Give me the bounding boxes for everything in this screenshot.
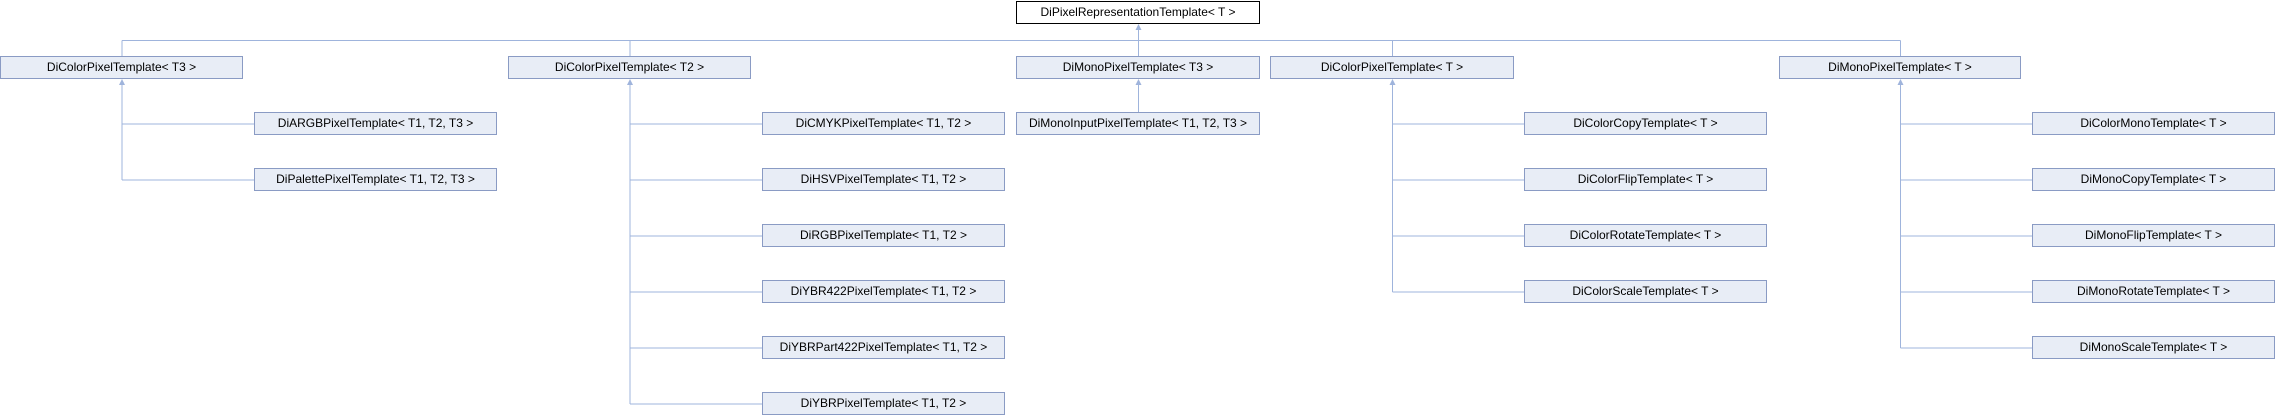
class-node-mono-input-pixel-template[interactable]: DiMonoInputPixelTemplate< T1, T2, T3 > [1016, 112, 1260, 135]
class-node-color-flip-template[interactable]: DiColorFlipTemplate< T > [1524, 168, 1767, 191]
class-node-rgb-pixel-template[interactable]: DiRGBPixelTemplate< T1, T2 > [762, 224, 1005, 247]
class-node-mono-copy-template[interactable]: DiMonoCopyTemplate< T > [2032, 168, 2275, 191]
class-node-mono-flip-template[interactable]: DiMonoFlipTemplate< T > [2032, 224, 2275, 247]
class-node-cmyk-pixel-template[interactable]: DiCMYKPixelTemplate< T1, T2 > [762, 112, 1005, 135]
class-node-palette-pixel-template[interactable]: DiPalettePixelTemplate< T1, T2, T3 > [254, 168, 497, 191]
class-node-ybr-pixel-template[interactable]: DiYBRPixelTemplate< T1, T2 > [762, 392, 1005, 415]
inheritance-arrowhead [119, 79, 125, 85]
class-node-color-mono-template[interactable]: DiColorMonoTemplate< T > [2032, 112, 2275, 135]
class-node-pixel-representation-template[interactable]: DiPixelRepresentationTemplate< T > [1016, 1, 1260, 24]
class-node-color-rotate-template[interactable]: DiColorRotateTemplate< T > [1524, 224, 1767, 247]
class-node-color-scale-template[interactable]: DiColorScaleTemplate< T > [1524, 280, 1767, 303]
class-node-color-copy-template[interactable]: DiColorCopyTemplate< T > [1524, 112, 1767, 135]
inheritance-arrowhead [627, 79, 633, 85]
inheritance-arrowhead [1135, 79, 1142, 85]
class-node-argb-pixel-template[interactable]: DiARGBPixelTemplate< T1, T2, T3 > [254, 112, 497, 135]
inheritance-arrowhead [1135, 24, 1142, 30]
class-node-color-pixel-template-t2[interactable]: DiColorPixelTemplate< T2 > [508, 56, 751, 79]
class-node-mono-pixel-template-t3[interactable]: DiMonoPixelTemplate< T3 > [1016, 56, 1260, 79]
class-node-color-pixel-template-t3[interactable]: DiColorPixelTemplate< T3 > [0, 56, 243, 79]
class-node-ybr422-pixel-template[interactable]: DiYBR422PixelTemplate< T1, T2 > [762, 280, 1005, 303]
class-node-color-pixel-template-t[interactable]: DiColorPixelTemplate< T > [1270, 56, 1514, 79]
class-node-ybrpart422-pixel-template[interactable]: DiYBRPart422PixelTemplate< T1, T2 > [762, 336, 1005, 359]
class-node-hsv-pixel-template[interactable]: DiHSVPixelTemplate< T1, T2 > [762, 168, 1005, 191]
class-node-mono-rotate-template[interactable]: DiMonoRotateTemplate< T > [2032, 280, 2275, 303]
inheritance-arrowhead [1389, 79, 1396, 85]
class-node-mono-pixel-template-t[interactable]: DiMonoPixelTemplate< T > [1779, 56, 2021, 79]
class-node-mono-scale-template[interactable]: DiMonoScaleTemplate< T > [2032, 336, 2275, 359]
inheritance-arrowhead [1897, 79, 1904, 85]
